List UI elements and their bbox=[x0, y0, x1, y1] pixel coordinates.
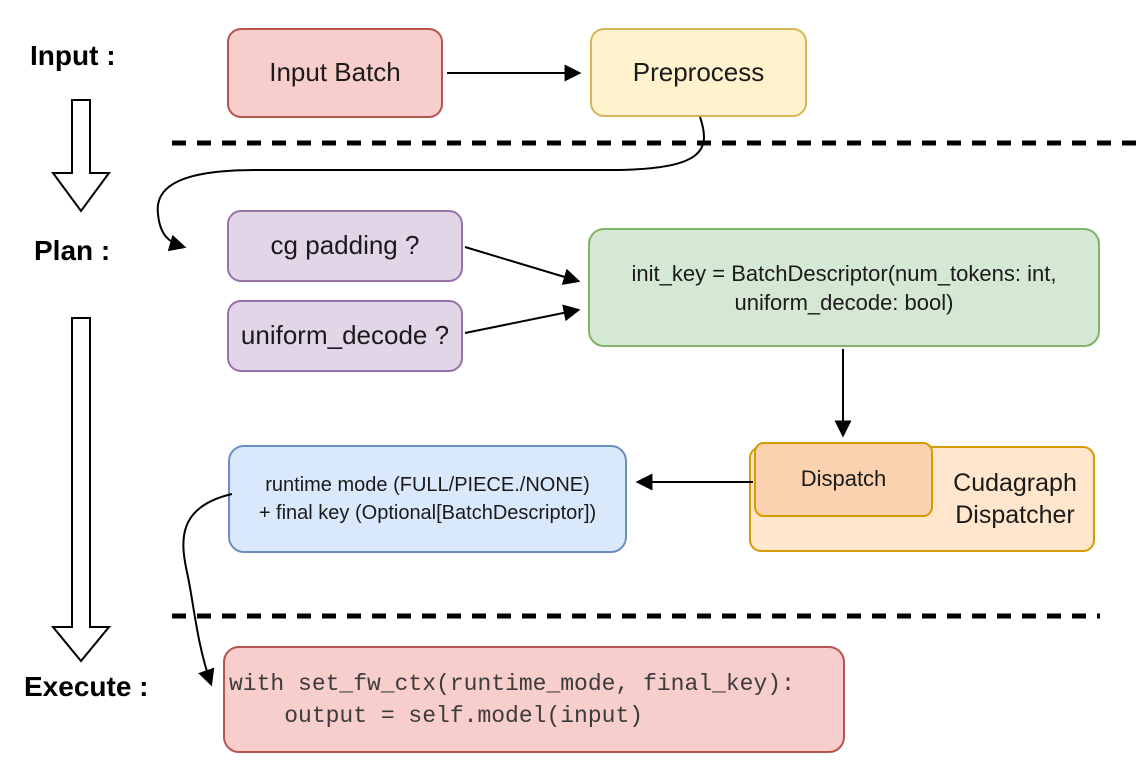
node-uniform-decode: uniform_decode ? bbox=[227, 300, 463, 372]
execute-code-line2: output = self.model(input) bbox=[229, 702, 644, 729]
node-cudagraph-dispatcher-label: Cudagraph Dispatcher bbox=[953, 469, 1077, 529]
node-input-batch-label: Input Batch bbox=[269, 57, 401, 88]
node-input-batch: Input Batch bbox=[227, 28, 443, 118]
stage-label-plan: Plan : bbox=[34, 235, 111, 266]
plan-stage-arrow bbox=[50, 317, 112, 663]
node-runtime-mode: runtime mode (FULL/PIECE./NONE) + final … bbox=[228, 445, 627, 553]
input-stage-arrow bbox=[51, 99, 111, 213]
execute-code-line1: with set_fw_ctx(runtime_mode, final_key)… bbox=[229, 670, 795, 697]
node-init-key-line1: init_key = BatchDescriptor(num_tokens: i… bbox=[631, 260, 1057, 286]
node-uniform-decode-label: uniform_decode ? bbox=[240, 320, 450, 351]
node-init-key: init_key = BatchDescriptor(num_tokens: i… bbox=[588, 228, 1100, 347]
stage-label-execute: Execute : bbox=[24, 671, 149, 702]
node-cg-padding-label: cg padding ? bbox=[270, 230, 420, 261]
node-execute-code: with set_fw_ctx(runtime_mode, final_key)… bbox=[223, 646, 845, 753]
node-dispatch: Dispatch bbox=[754, 442, 933, 517]
node-dispatch-label: Dispatch bbox=[800, 466, 887, 492]
node-preprocess-label: Preprocess bbox=[632, 56, 765, 87]
arrow-cgpadding-initkey bbox=[464, 246, 581, 285]
node-init-key-line2: uniform_decode: bool) bbox=[734, 289, 954, 315]
node-runtime-mode-line1: runtime mode (FULL/PIECE./NONE) bbox=[265, 474, 590, 496]
node-preprocess: Preprocess bbox=[590, 28, 807, 117]
node-cg-padding: cg padding ? bbox=[227, 210, 463, 282]
stage-label-input: Input : bbox=[30, 40, 116, 71]
arrow-uniformdecode-initkey bbox=[464, 304, 581, 334]
node-runtime-mode-line2: + final key (Optional[BatchDescriptor]) bbox=[258, 502, 597, 524]
